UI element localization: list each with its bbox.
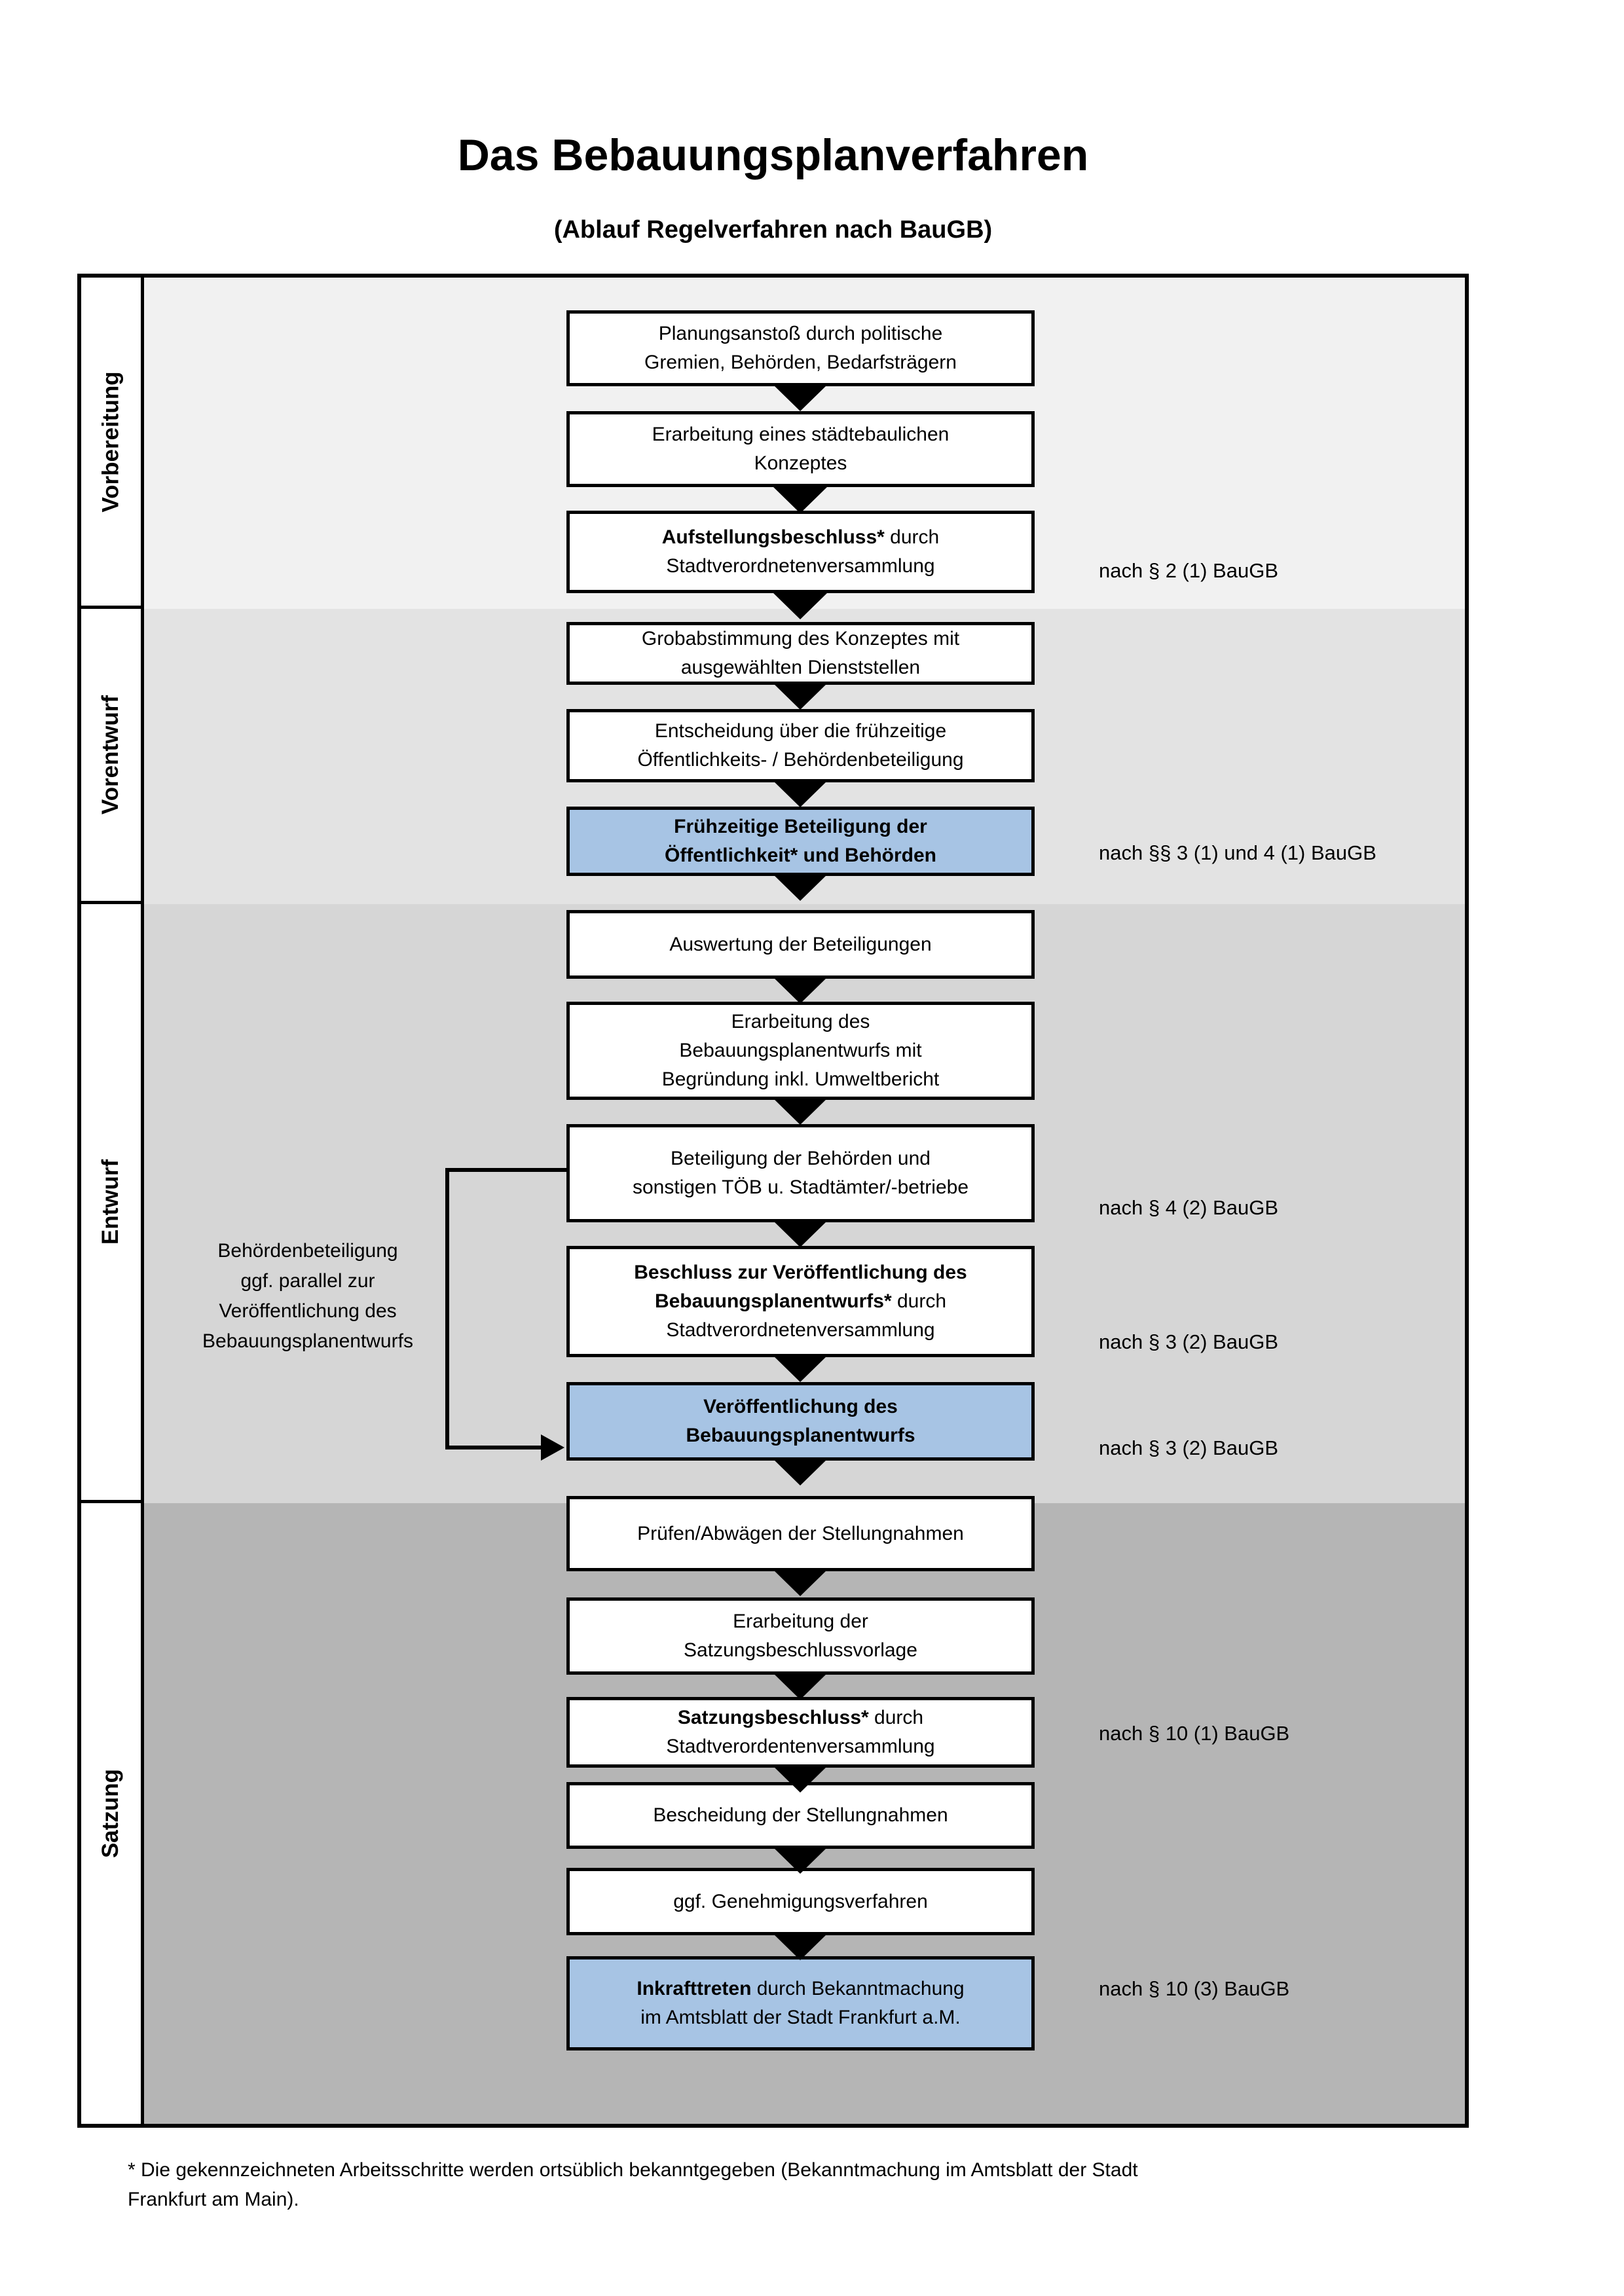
- arrow-down-icon: [772, 976, 828, 1004]
- step-box-entscheidung-beteiligung: Entscheidung über die frühzeitige Öffent…: [566, 709, 1035, 782]
- step-box-veroeffentlichung: Veröffentlichung des Bebauungsplanentwur…: [566, 1382, 1035, 1461]
- step-box-bescheidung: Bescheidung der Stellungnahmen: [566, 1782, 1035, 1849]
- step-box-entwurf-erarbeitung: Erarbeitung des Bebauungsplanentwurfs mi…: [566, 1002, 1035, 1100]
- parallel-annotation: Behördenbeteiligung ggf. parallel zur Ve…: [202, 1240, 413, 1352]
- arrow-down-icon: [772, 486, 828, 513]
- step-box-satzungsbeschluss: Satzungsbeschluss* durch Stadtverordente…: [566, 1697, 1035, 1768]
- arrow-down-icon: [772, 1569, 828, 1596]
- arrow-down-icon: [772, 1933, 828, 1960]
- arrow-down-icon: [772, 1765, 828, 1793]
- page-title: Das Bebauungsplanverfahren: [457, 130, 1089, 180]
- arrow-down-icon: [772, 1458, 828, 1485]
- legal-reference: nach § 10 (1) BauGB: [1099, 1722, 1290, 1745]
- arrow-down-icon: [772, 1355, 828, 1382]
- phase-cell-satzung: Satzung: [81, 1503, 144, 2124]
- phase-label: Satzung: [98, 1768, 124, 1859]
- step-box-auswertung: Auswertung der Beteiligungen: [566, 910, 1035, 979]
- step-box-fruehzeitige-beteiligung: Frühzeitige Beteiligung der Öffentlichke…: [566, 807, 1035, 876]
- legal-reference: nach § 4 (2) BauGB: [1099, 1196, 1278, 1219]
- arrow-down-icon: [772, 1220, 828, 1247]
- legal-reference: nach § 2 (1) BauGB: [1099, 559, 1278, 582]
- arrow-down-icon: [772, 384, 828, 411]
- arrow-down-icon: [772, 592, 828, 619]
- page-subtitle: (Ablauf Regelverfahren nach BauGB): [553, 216, 993, 244]
- step-box-satzungsvorlage: Erarbeitung der Satzungsbeschlussvorlage: [566, 1597, 1035, 1675]
- phase-cell-vorentwurf: Vorentwurf: [81, 609, 144, 904]
- arrow-down-icon: [772, 780, 828, 807]
- arrow-down-icon: [772, 1846, 828, 1874]
- step-box-veroeffentlichungsbeschluss: Beschluss zur Veröffentlichung des Bebau…: [566, 1246, 1035, 1357]
- step-box-inkrafttreten: Inkrafttreten durch Bekanntmachung im Am…: [566, 1956, 1035, 2050]
- arrow-down-icon: [772, 1097, 828, 1125]
- arrow-down-icon: [772, 1672, 828, 1700]
- arrow-down-icon: [772, 873, 828, 901]
- phase-cell-vorbereitung: Vorbereitung: [81, 278, 144, 609]
- footnote: * Die gekennzeichneten Arbeitsschritte w…: [128, 2159, 1138, 2210]
- legal-reference: nach § 3 (2) BauGB: [1099, 1330, 1278, 1353]
- legal-reference: nach § 10 (3) BauGB: [1099, 1977, 1290, 2000]
- arrow-down-icon: [772, 682, 828, 710]
- step-box-behoerdenbeteiligung: Beteiligung der Behörden und sonstigen T…: [566, 1124, 1035, 1222]
- phase-label: Vorbereitung: [98, 371, 124, 513]
- step-box-aufstellungsbeschluss: Aufstellungsbeschluss* durch Stadtverord…: [566, 511, 1035, 593]
- phase-cell-entwurf: Entwurf: [81, 904, 144, 1503]
- legal-reference: nach §§ 3 (1) und 4 (1) BauGB: [1099, 841, 1376, 864]
- step-box-genehmigungsverfahren: ggf. Genehmigungsverfahren: [566, 1868, 1035, 1935]
- bracket-line-top: [445, 1168, 566, 1172]
- step-box-grobabstimmung: Grobabstimmung des Konzeptes mit ausgewä…: [566, 622, 1035, 685]
- phase-label: Vorentwurf: [98, 695, 124, 815]
- phase-label: Entwurf: [98, 1159, 124, 1245]
- legal-reference: nach § 3 (2) BauGB: [1099, 1436, 1278, 1459]
- step-box-planungsanstoss: Planungsanstoß durch politische Gremien,…: [566, 310, 1035, 386]
- bracket-line-vertical: [445, 1168, 449, 1449]
- arrow-right-icon: [541, 1434, 564, 1461]
- step-box-konzept-erarbeitung: Erarbeitung eines städtebaulichen Konzep…: [566, 411, 1035, 487]
- step-box-pruefen-abwaegen: Prüfen/Abwägen der Stellungnahmen: [566, 1496, 1035, 1571]
- bracket-line-bottom: [445, 1446, 544, 1449]
